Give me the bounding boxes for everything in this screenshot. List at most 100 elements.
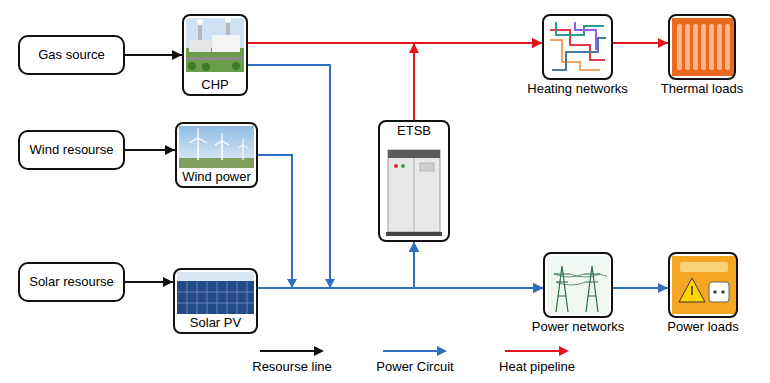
solar-panel-picture xyxy=(217,281,218,314)
power-circuit-arrow xyxy=(248,65,543,288)
solar-panel-picture xyxy=(227,281,228,314)
radiator-picture xyxy=(672,18,734,76)
storage-cabinet-picture xyxy=(401,164,405,168)
legend-item: Heat pipeline xyxy=(482,346,592,375)
solar-panel-picture xyxy=(207,281,208,314)
junction-arrowheads xyxy=(287,279,297,288)
heating-network-picture xyxy=(546,18,609,76)
chp-plant-picture xyxy=(232,62,240,70)
resource-box: Gas source xyxy=(18,35,125,75)
network-box: Heating networks xyxy=(542,14,613,80)
wind-turbine-picture xyxy=(243,139,244,145)
power-grid-picture xyxy=(554,274,607,285)
storage-cabinet-picture xyxy=(394,164,398,168)
solar-panel-picture xyxy=(237,281,238,314)
wind-turbine-picture xyxy=(222,141,229,145)
chp-plant-picture xyxy=(212,35,240,52)
chp-plant-picture xyxy=(188,62,196,70)
wind-turbine-picture xyxy=(242,145,243,160)
wind-turbine-picture xyxy=(197,138,199,160)
legend-sample xyxy=(383,346,447,356)
power-load-picture xyxy=(691,286,693,295)
power-circuit-arrow xyxy=(258,242,414,288)
heating-network-picture xyxy=(552,38,606,70)
legend-sample xyxy=(505,346,569,356)
load-box: Power loads xyxy=(668,252,738,318)
chp-plant-picture xyxy=(202,63,210,71)
power-load-picture xyxy=(709,282,729,302)
solar-panel-picture xyxy=(247,281,248,314)
solar-panel-picture xyxy=(177,272,254,314)
storage-cabinet-picture xyxy=(420,163,434,171)
resource-box: Solar resourse xyxy=(18,262,125,302)
wind-turbine-picture xyxy=(179,126,254,168)
storage-cabinet-picture xyxy=(386,232,442,236)
power-grid-picture xyxy=(554,266,570,312)
radiator-picture xyxy=(701,24,706,70)
solar-panel-picture xyxy=(177,303,254,304)
power-load-picture xyxy=(721,290,725,294)
storage-box: ETSB xyxy=(378,120,450,242)
resource-line-arrow xyxy=(125,54,182,56)
radiator-picture xyxy=(677,24,682,70)
junction-arrowheads xyxy=(325,279,335,288)
power-circuit-arrow xyxy=(258,155,543,288)
plant-box: CHP xyxy=(182,14,248,96)
heating-network-picture xyxy=(546,18,609,76)
heating-network-picture xyxy=(550,40,600,70)
node-label: ETSB xyxy=(397,124,431,139)
plant-box: Solar PV xyxy=(173,268,258,334)
solar-panel-picture xyxy=(177,272,254,314)
power-grid-picture xyxy=(547,256,609,314)
node-label: Gas source xyxy=(38,48,104,63)
chp-plant-picture xyxy=(186,57,244,60)
power-circuit-arrow xyxy=(613,287,668,289)
legend-label: Resourse line xyxy=(252,360,332,375)
node-label: Power networks xyxy=(532,320,624,335)
power-circuit-arrow xyxy=(248,65,414,288)
legend-arrowhead xyxy=(559,346,569,356)
power-circuit-arrow xyxy=(258,155,414,288)
power-grid-picture xyxy=(547,256,609,314)
wind-turbine-picture xyxy=(238,145,243,148)
network-box: Power networks xyxy=(543,252,613,318)
storage-cabinet-picture xyxy=(414,158,415,232)
node-label: Wind resourse xyxy=(30,143,114,158)
power-grid-picture xyxy=(584,266,600,312)
wind-turbine-picture xyxy=(221,133,222,141)
legend-item: Power Circuit xyxy=(360,346,470,375)
solar-panel-picture xyxy=(177,292,254,293)
heat-pipeline-arrow xyxy=(613,42,668,44)
wind-turbine-picture xyxy=(198,138,207,143)
radiator-picture xyxy=(672,18,734,76)
radiator-picture xyxy=(725,24,730,70)
chp-plant-picture xyxy=(197,19,203,25)
storage-cabinet-picture xyxy=(386,150,442,236)
wind-turbine-picture xyxy=(243,145,248,148)
wind-turbine-picture xyxy=(179,126,254,168)
load-box: Thermal loads xyxy=(668,14,736,80)
solar-panel-picture xyxy=(197,281,198,314)
node-label: Wind power xyxy=(182,170,251,185)
heat-pipeline-arrow xyxy=(414,43,542,120)
heating-network-picture xyxy=(575,22,596,50)
node-label: Thermal loads xyxy=(661,82,743,97)
power-load-picture xyxy=(713,290,717,294)
radiator-picture xyxy=(717,24,722,70)
wind-turbine-picture xyxy=(215,141,222,145)
node-label: Solar PV xyxy=(190,316,241,331)
wind-turbine-picture xyxy=(197,128,198,138)
legend-line-sample xyxy=(383,350,438,352)
solar-panel-picture xyxy=(187,281,188,314)
legend-sample xyxy=(260,346,324,356)
wind-turbine-picture xyxy=(189,138,198,143)
storage-cabinet-picture xyxy=(388,150,440,232)
node-label: CHP xyxy=(201,78,228,93)
chp-plant-picture xyxy=(225,17,231,23)
legend-line-sample xyxy=(505,350,560,352)
legend-arrowhead xyxy=(314,346,324,356)
legend-label: Heat pipeline xyxy=(499,360,575,375)
resource-line-arrow xyxy=(125,149,175,151)
